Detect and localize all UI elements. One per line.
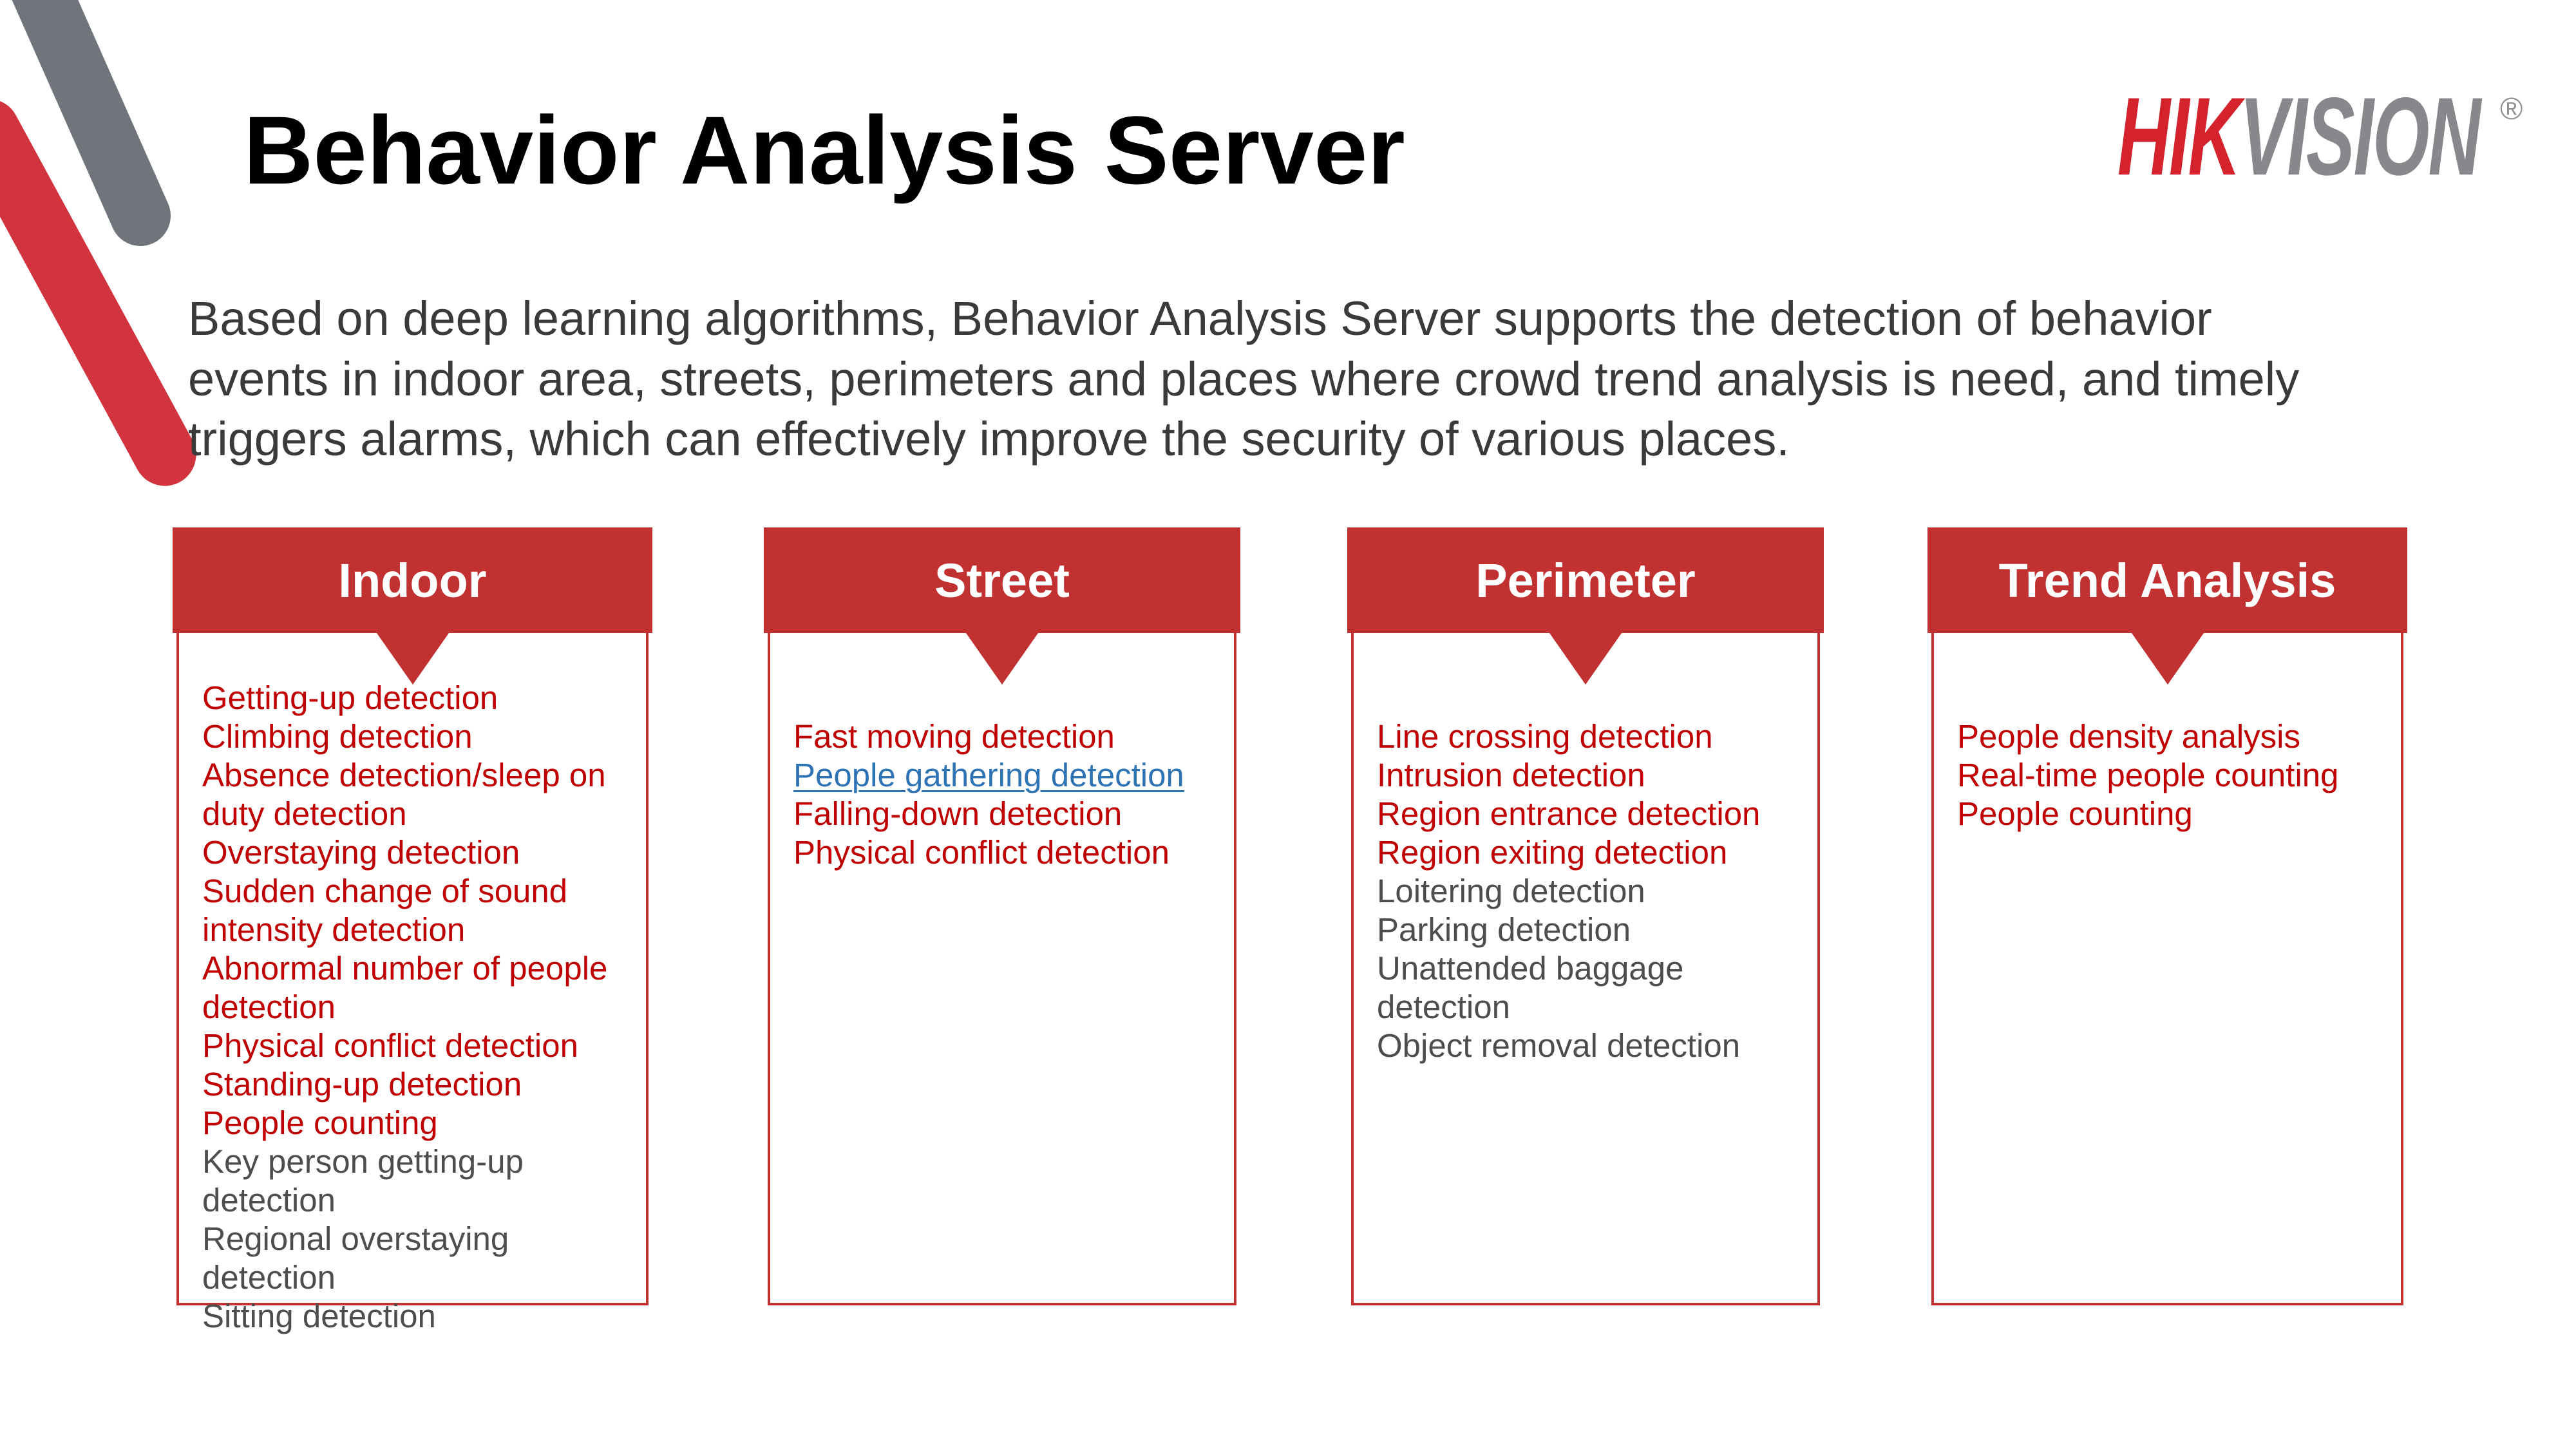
card-arrow-icon xyxy=(1549,633,1622,685)
card-header: Indoor xyxy=(173,527,652,633)
card-list-item: Physical conflict detection xyxy=(793,834,1170,871)
card-list-item: Overstaying detection xyxy=(202,834,520,871)
decoration-red-stroke xyxy=(0,101,196,486)
card-list-item: Fast moving detection xyxy=(793,718,1115,755)
card-list-item: Falling-down detection xyxy=(793,795,1122,832)
card-list-item: People counting xyxy=(202,1104,438,1141)
card-list-item: People counting xyxy=(1957,795,2193,832)
decoration-gray-stroke xyxy=(12,0,171,246)
card-title-trend-analysis: Trend Analysis xyxy=(1998,553,2336,607)
people-gathering-link[interactable]: People gathering detection xyxy=(793,757,1184,793)
card-arrow-icon xyxy=(2131,633,2204,685)
card-title-indoor: Indoor xyxy=(338,553,487,607)
card-list-item: Region exiting detection xyxy=(1377,834,1728,871)
card-list-item: Physical conflict detection xyxy=(202,1027,578,1064)
card-list-item: Sudden change of sound intensity detecti… xyxy=(202,873,568,948)
card-list-item: Climbing detection xyxy=(202,718,473,755)
card-list-item: Parking detection xyxy=(1377,911,1631,948)
card-list-item: Intrusion detection xyxy=(1377,757,1645,793)
card-title-perimeter: Perimeter xyxy=(1475,553,1696,607)
card-list-item: Loitering detection xyxy=(1377,873,1645,909)
card-header: Trend Analysis xyxy=(1927,527,2407,633)
card-list-item: Line crossing detection xyxy=(1377,718,1713,755)
card-list-item: Object removal detection xyxy=(1377,1027,1741,1064)
card-list-item: Absence detection/sleep on duty detectio… xyxy=(202,757,606,832)
intro-paragraph: Based on deep learning algorithms, Behav… xyxy=(188,292,2300,466)
card-arrow-icon xyxy=(966,633,1038,685)
hikvision-logo: HIKVISION xyxy=(2117,81,2481,192)
card-list-item: Key person getting-up detection xyxy=(202,1143,524,1218)
card-list-item: Unattended baggage detection xyxy=(1377,950,1684,1025)
card-arrow-icon xyxy=(376,633,449,685)
logo-hik-text: HIK xyxy=(2117,75,2241,198)
registered-trademark-icon: ® xyxy=(2500,92,2523,126)
card-list-item: Abnormal number of people detection xyxy=(202,950,608,1025)
card-header: Perimeter xyxy=(1347,527,1824,633)
card-list-item: People density analysis xyxy=(1957,718,2300,755)
logo-vision-text: VISION xyxy=(2239,75,2481,198)
card-list-item: Getting-up detection xyxy=(202,679,498,716)
card-title-street: Street xyxy=(934,553,1070,607)
card-header: Street xyxy=(764,527,1240,633)
card-list-item: Standing-up detection xyxy=(202,1066,522,1103)
card-list-item: Real-time people counting xyxy=(1957,757,2339,793)
corner-decoration-icon xyxy=(0,0,196,486)
card-list-item: Sitting detection xyxy=(202,1298,436,1334)
card-list-item: Region entrance detection xyxy=(1377,795,1761,832)
card-list-item: Regional overstaying detection xyxy=(202,1220,509,1296)
page-title: Behavior Analysis Server xyxy=(243,96,1405,204)
